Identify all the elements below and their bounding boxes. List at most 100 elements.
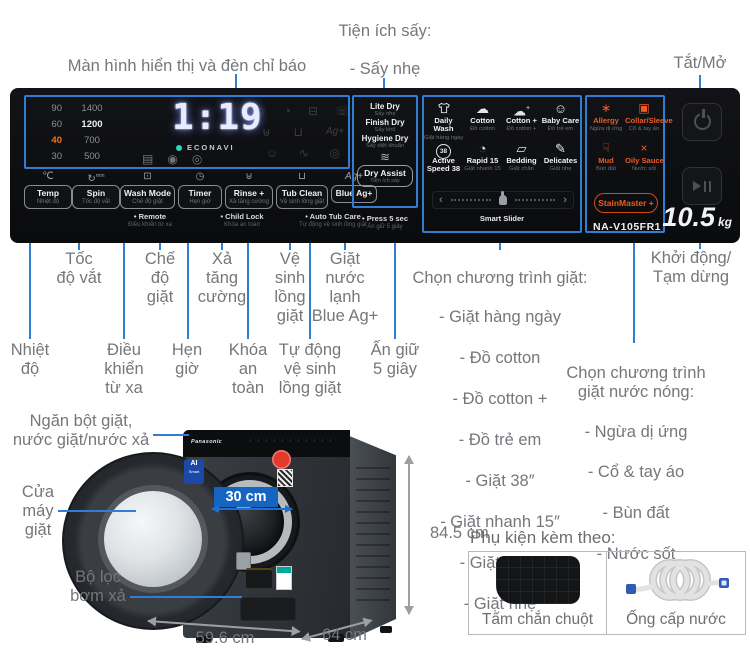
connector-line — [235, 74, 237, 95]
rinse-button-label: Rinse + — [233, 188, 265, 198]
temperature-callout: Nhiệt độ — [10, 341, 50, 379]
rinse-button-group: ⊎ Rinse + Xả tăng cường — [225, 170, 273, 209]
slider-left-arrow-icon: ‹ — [439, 194, 443, 206]
play-pause-icon — [683, 168, 721, 204]
display-callout: Màn hình hiển thị và đèn chỉ báo — [67, 57, 307, 75]
hot-program-sublabel: Ngừa dị ứng — [589, 126, 623, 132]
swirl-icon: ◎ — [191, 152, 203, 166]
dry-mode-sublabel: Sấy diệt khuẩn — [365, 143, 405, 149]
timer-icon: ◷ — [195, 171, 205, 182]
program-sublabel: Đồ trẻ em — [547, 126, 574, 133]
spin-option: 700 — [84, 135, 100, 146]
delay-icon: ◔ — [283, 103, 291, 118]
control-panel: 90 60 40 30 1400 1200 700 500 1:19 ECONA… — [10, 88, 740, 243]
spin-button[interactable]: Spin Tốc độ vắt — [72, 185, 120, 209]
dry-mode: Lite Dry Sấy nhẹ — [354, 102, 416, 117]
start-pause-button[interactable] — [682, 167, 722, 205]
door-callout: Cửa máy giặt — [21, 483, 55, 540]
connector-line — [78, 243, 80, 250]
accessories-title: Phụ kiện kèm theo: — [470, 528, 616, 547]
hot-program-item: - Nước sốt — [596, 545, 676, 564]
hot-program-label: Collar/Sleeve — [625, 116, 673, 125]
temp-option: 60 — [51, 119, 62, 130]
dry-assist-label: Dry Assist — [364, 168, 406, 178]
hot-program-label: Allergy — [593, 116, 619, 125]
feather-icon: ✎ — [555, 141, 566, 156]
power-icon — [693, 109, 711, 130]
hot-program-label: Oily Sauce — [625, 156, 664, 165]
time-display: 1:19 — [172, 97, 263, 138]
rinse-plus-icon: ⊎ — [245, 171, 253, 182]
inverter-badge — [272, 450, 291, 469]
dry-assist-button[interactable]: Dry Assist Tiện ích sấy — [357, 165, 413, 187]
silver-ion-icon: Ag+ — [325, 126, 344, 137]
wash-programs-box: Daily Wash Giặt hàng ngày ☁ Cotton Đồ co… — [422, 95, 582, 233]
accessory-label: Tấm chắn chuột — [481, 611, 594, 628]
program-active-speed: 38 Active Speed 38 — [424, 141, 463, 181]
temp-button[interactable]: Temp Nhiệt độ — [24, 185, 72, 209]
program-oily-sauce: × Oily Sauce Nước sốt — [625, 141, 664, 181]
hose-image — [626, 559, 729, 601]
wash-mode-button[interactable]: Wash Mode Chế độ giặt — [120, 185, 175, 209]
rinse-button[interactable]: Rinse + Xả tăng cường — [225, 185, 273, 209]
program-delicates: ✎ Delicates Giặt nhẹ — [541, 141, 580, 181]
wash-mode-button-sublabel: Chế độ giặt — [132, 199, 163, 205]
spin-option-active: 1200 — [81, 119, 103, 130]
power-button[interactable] — [682, 103, 722, 141]
connector-line — [289, 243, 291, 250]
door-width-badge: 30 cm — [214, 487, 278, 507]
program-cotton-plus: ☁+ Cotton + Đồ cotton + — [502, 101, 541, 141]
dry-mode-sublabel: Sấy khô — [374, 127, 396, 133]
tub-clean-button-group: ⊔ Tub Clean Vệ sinh lồng giặt — [276, 170, 328, 209]
program-label: Cotton + — [505, 116, 537, 125]
speed-38-icon: 38 — [424, 141, 463, 159]
accessory-hose: Ống cấp nước — [607, 552, 745, 634]
tub-clean-button[interactable]: Tub Clean Vệ sinh lồng giặt — [276, 185, 328, 209]
spiral-icon: ◎ — [329, 145, 340, 160]
energy-label-sticker — [276, 566, 292, 590]
display-indicator-box: 90 60 40 30 1400 1200 700 500 1:19 ECONA… — [24, 95, 350, 169]
program-sublabel: Giặt nhẹ — [549, 166, 572, 173]
dry-wave-icon: ≋ — [379, 150, 391, 164]
timer-button[interactable]: Timer Hẹn giờ — [178, 185, 222, 209]
program-baby-care: ☺ Baby Care Đồ trẻ em — [541, 101, 580, 141]
smart-slider[interactable]: ‹ › — [432, 191, 574, 209]
connector-line — [499, 243, 501, 250]
wash-mode-callout: Chế độ giặt — [144, 250, 176, 307]
program-label: Daily Wash — [433, 116, 454, 134]
wash-program-item: - Đồ trẻ em — [458, 431, 542, 450]
remote-toggle-label: • Remote — [133, 212, 167, 221]
program-rapid-15: ◔ Rapid 15 Giặt nhanh 15 — [463, 141, 502, 181]
dry-mode-label: Lite Dry — [370, 102, 400, 111]
program-label: Cotton — [470, 116, 495, 125]
wash-program-item: - Giặt 38″ — [465, 471, 535, 490]
dry-mode-label: Finish Dry — [365, 118, 405, 127]
connector-line — [159, 243, 161, 250]
spec-sticker — [246, 568, 272, 588]
connector-line — [123, 243, 125, 339]
utensils-icon: × — [640, 141, 648, 155]
program-sublabel: Đồ cotton — [470, 126, 495, 133]
connector-line — [394, 243, 396, 339]
connector-line — [130, 596, 242, 598]
indicator-grid: ☆ ◔ ⊟ ☏ ⊎ ⊔ Ag+ ☺ ∿ ◎ — [256, 100, 350, 163]
tub-clean-callout: Vệ sinh lồng giặt — [274, 250, 306, 326]
auto-tub-care-toggle-sublabel: Tự động vệ sinh lồng giặt — [299, 222, 367, 228]
machine-foot — [196, 636, 212, 643]
accessory-label: Ống cấp nước — [626, 611, 726, 628]
dry-mode-sublabel: Sấy nhẹ — [374, 111, 396, 117]
program-allergy: ∗ Allergy Ngừa dị ứng — [587, 101, 625, 141]
program-sublabel: Giặt nhanh 15 — [464, 166, 501, 173]
auto-tub-care-toggle-label: • Auto Tub Care — [305, 212, 361, 221]
load-icon: ▤ — [142, 152, 154, 166]
econavi-label: ECONAVI — [187, 143, 235, 152]
model-number: NA-V105FR1 — [592, 221, 662, 233]
slider-dots — [515, 199, 556, 201]
dry-mode-label: Hygiene Dry — [361, 134, 409, 143]
connector-line — [633, 235, 635, 343]
machine-side — [350, 436, 396, 640]
auto-tub-care-callout: Tự động vệ sinh lồng giặt — [278, 341, 342, 398]
ai-badge-text: AI — [190, 460, 198, 467]
power-callout: Tắt/Mở — [673, 54, 727, 72]
stainmaster-button[interactable]: StainMaster + — [594, 193, 658, 213]
